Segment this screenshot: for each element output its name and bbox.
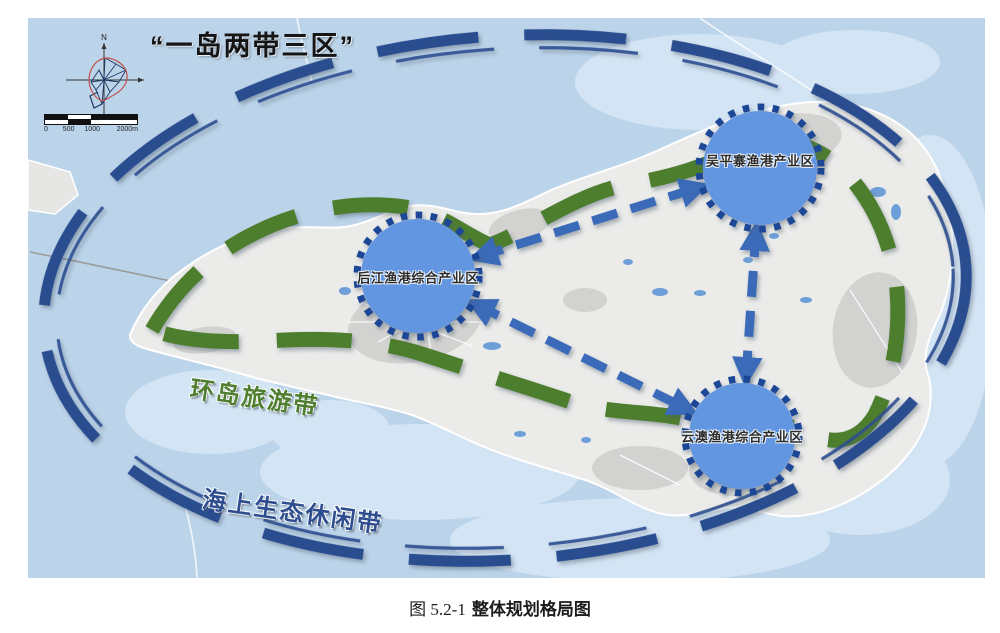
wind-rose-outline [88, 57, 128, 102]
figure-number: 图 5.2-1 [409, 600, 466, 619]
scale-tick: 1000 [84, 126, 100, 133]
scale-tick: 500 [62, 126, 75, 133]
wind-rose-polygon [89, 57, 127, 109]
zone-border-yunao [681, 375, 803, 497]
zone-circle-wupingzhai [703, 111, 817, 225]
scale-tick: 0 [44, 126, 48, 133]
compass-rose: N [66, 33, 144, 116]
zone-label-wupingzhai: 吴平寨渔港产业区 [705, 153, 815, 169]
scale-bar: 0 500 1000 2000m [44, 114, 138, 134]
figure-caption: 图 5.2-1 整体规划格局图 [0, 595, 1000, 620]
scale-tick: 2000m [116, 126, 138, 133]
mainland-fragment [28, 159, 79, 215]
zone-border-houjiang [353, 211, 483, 341]
scale-bar-row2 [44, 120, 138, 125]
compass-north-label: N [101, 33, 107, 42]
scale-bar-ticks: 0 500 1000 2000m [44, 125, 138, 134]
zone-circle-houjiang [361, 219, 475, 333]
zone-connections [465, 178, 770, 415]
zone-label-houjiang: 后江渔港综合产业区 [357, 270, 479, 286]
figure-title: 整体规划格局图 [471, 600, 591, 619]
arrow-wupingzhai-yunao [732, 220, 770, 388]
map-title: “一岛两带三区” [150, 31, 355, 61]
marine-belt-ring [38, 29, 972, 567]
zone-label-yunao: 云澳渔港综合产业区 [681, 429, 803, 445]
tourism-belt-ring [140, 133, 906, 448]
scale-bar-row1 [44, 114, 138, 120]
zone-border-wupingzhai [695, 103, 825, 233]
zone-circle-yunao [689, 383, 795, 489]
